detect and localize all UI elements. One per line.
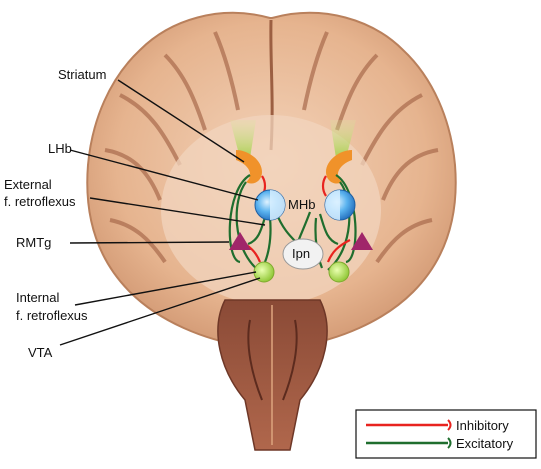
label-lhb: LHb bbox=[48, 141, 72, 156]
brainstem bbox=[217, 299, 328, 451]
label-mhb: MHb bbox=[288, 197, 315, 212]
leader-lines bbox=[59, 79, 266, 346]
right-striatum-shape bbox=[326, 150, 352, 184]
legend: Inhibitory Excitatory bbox=[355, 409, 537, 459]
label-internal-1: Internal bbox=[16, 290, 59, 305]
ipn-node bbox=[282, 238, 324, 270]
right-striatal-fan bbox=[330, 120, 356, 158]
left-striatal-fan bbox=[230, 120, 256, 158]
label-external-1: External bbox=[4, 177, 52, 192]
legend-inhibitory-label: Inhibitory bbox=[456, 418, 509, 433]
right-habenula-node bbox=[324, 189, 356, 221]
right-rmtg-node bbox=[351, 232, 373, 250]
brain-section bbox=[86, 11, 457, 347]
left-habenula-node bbox=[254, 189, 286, 221]
legend-excitatory-label: Excitatory bbox=[456, 436, 514, 451]
label-striatum: Striatum bbox=[58, 67, 106, 82]
right-vta-node bbox=[328, 261, 350, 283]
label-ipn: Ipn bbox=[292, 246, 310, 261]
label-vta: VTA bbox=[28, 345, 53, 360]
left-striatum-shape bbox=[236, 150, 262, 184]
label-internal-2: f. retroflexus bbox=[16, 308, 88, 323]
label-external-2: f. retroflexus bbox=[4, 194, 76, 209]
label-rmtg: RMTg bbox=[16, 235, 51, 250]
left-rmtg-node bbox=[229, 232, 251, 250]
excitatory-pathways bbox=[228, 174, 357, 271]
